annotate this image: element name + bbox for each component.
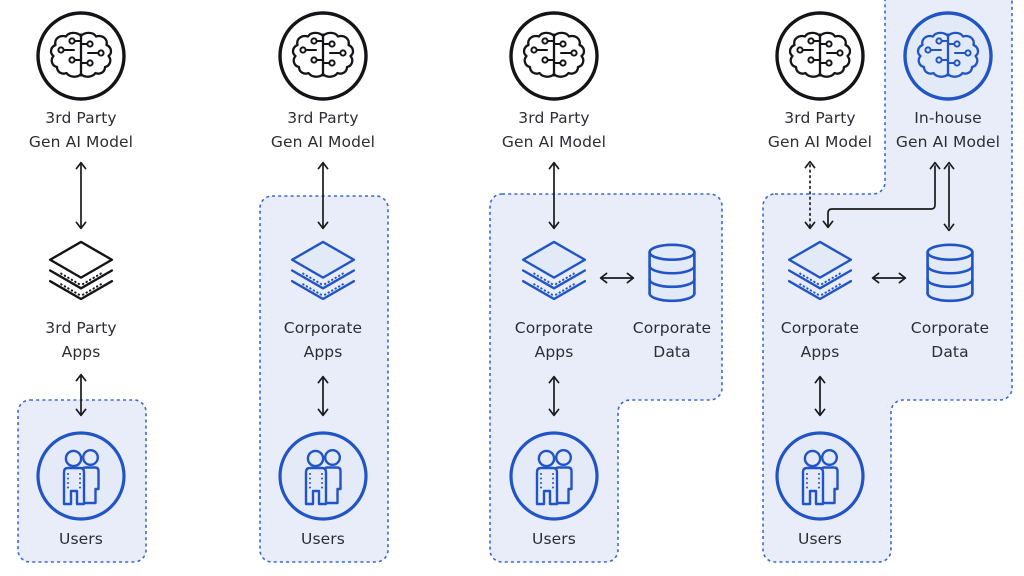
stage2-users-label: Users bbox=[301, 530, 345, 548]
stage4-apps-label: Corporate Apps bbox=[780, 319, 860, 361]
stage4-arrow-inhouse-data bbox=[943, 161, 955, 232]
stage1-apps-label: 3rd Party Apps bbox=[45, 319, 117, 361]
stage1-model-label: 3rd Party Gen AI Model bbox=[28, 109, 134, 151]
stage4-arrow-apps-users bbox=[814, 375, 826, 417]
stage4-corporate-boundary-box bbox=[762, 0, 1013, 563]
stage2-arrow-apps-users bbox=[317, 375, 329, 417]
stage4-data-label: Corporate Data bbox=[910, 319, 990, 361]
stage3-users-icon bbox=[509, 431, 599, 521]
stage2-arrow-model-apps bbox=[317, 161, 329, 230]
stage3-brain-icon bbox=[509, 11, 599, 101]
stage3-data-label: Corporate Data bbox=[632, 319, 712, 361]
stage1-arrow-model-apps bbox=[75, 161, 87, 230]
stage1-users-label: Users bbox=[59, 530, 103, 548]
stage2-users-icon bbox=[278, 431, 368, 521]
stage1-apps-layers-icon bbox=[48, 240, 114, 301]
stage2-model-label: 3rd Party Gen AI Model bbox=[270, 109, 376, 151]
stage3-arrow-apps-users bbox=[548, 375, 560, 417]
stage4-users-icon bbox=[775, 431, 865, 521]
stage3-arrow-model-apps bbox=[548, 161, 560, 230]
stage1-users-icon bbox=[36, 431, 126, 521]
stage1-brain-icon bbox=[36, 11, 126, 101]
stage4-database-icon bbox=[926, 243, 974, 303]
stage2-apps-label: Corporate Apps bbox=[283, 319, 363, 361]
stage2-brain-icon bbox=[278, 11, 368, 101]
stage4-inhouse-model-label: In-house Gen AI Model bbox=[895, 109, 1001, 151]
stage3-database-icon bbox=[648, 243, 696, 303]
stage3-apps-label: Corporate Apps bbox=[514, 319, 594, 361]
stage3-users-label: Users bbox=[532, 530, 576, 548]
stage4-arrow-apps-data bbox=[871, 272, 907, 284]
stage4-users-label: Users bbox=[798, 530, 842, 548]
stage4-elbow-arrow-inhouse-apps bbox=[822, 161, 941, 229]
stage4-dotted-arrow-thirdparty-apps bbox=[804, 160, 816, 230]
stage3-model-label: 3rd Party Gen AI Model bbox=[501, 109, 607, 151]
stage4-model-label: 3rd Party Gen AI Model bbox=[767, 109, 873, 151]
stage1-arrow-apps-users bbox=[75, 373, 87, 417]
stage4-inhouse-brain-icon bbox=[903, 11, 993, 101]
stage3-arrow-apps-data bbox=[599, 272, 635, 284]
stage4-brain-icon bbox=[775, 11, 865, 101]
